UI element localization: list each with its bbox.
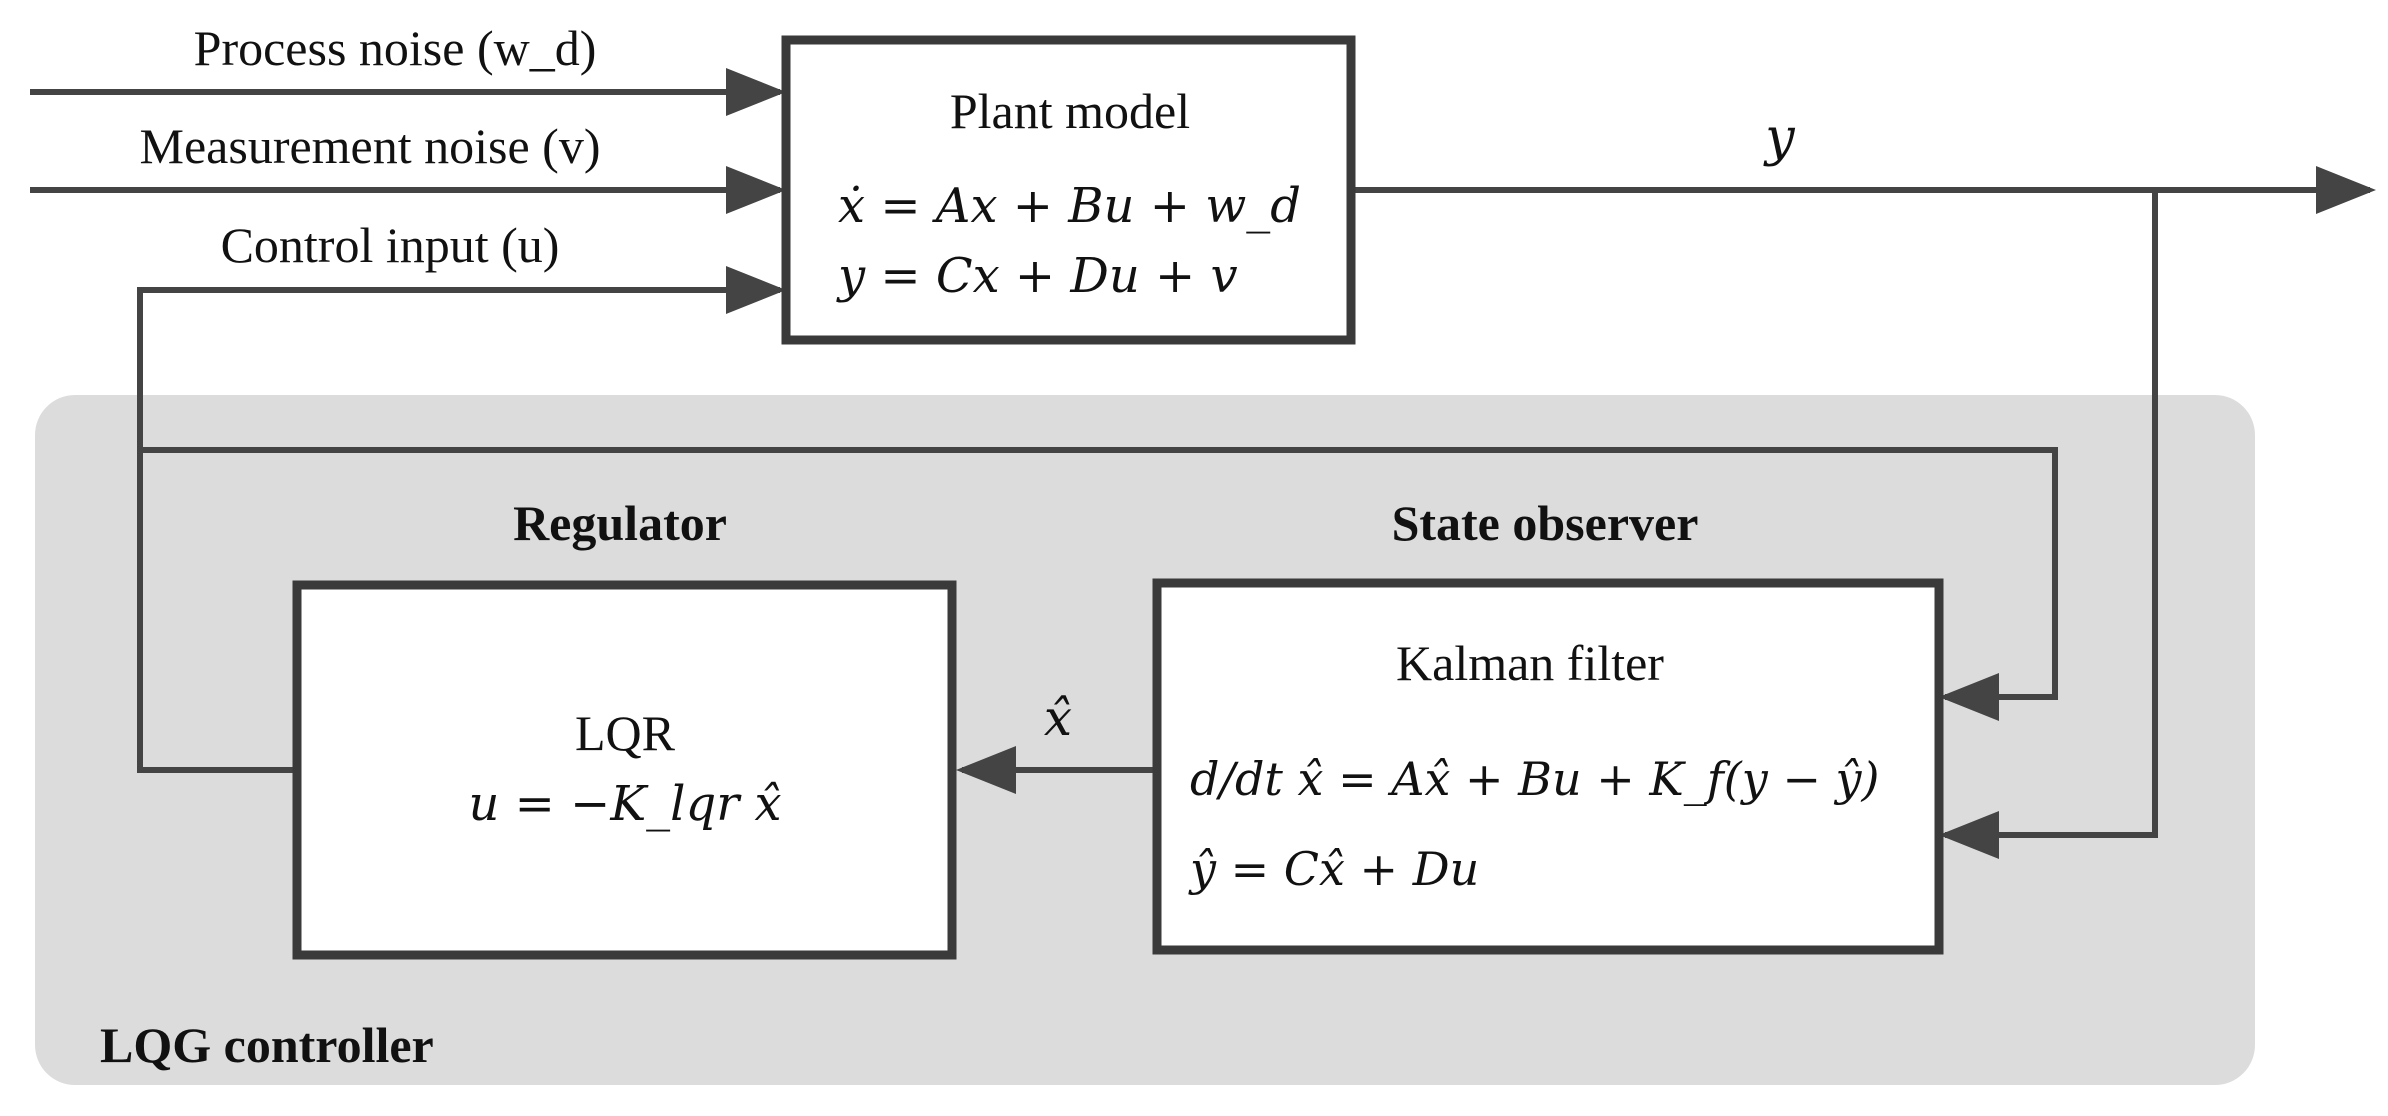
control-input-wire <box>137 266 786 773</box>
lqg-controller-label: LQG controller <box>100 1017 434 1073</box>
plant-state-equation: ẋ = Ax + Bu + w_d <box>838 178 1301 234</box>
kalman-output-equation: ŷ = Cx̂ + Du <box>1188 842 1479 896</box>
lqr-equation: u = −K_lqr x̂ <box>468 776 781 832</box>
control-input-label: Control input (u) <box>221 217 560 273</box>
lqr-title: LQR <box>575 705 676 761</box>
state-observer-heading: State observer <box>1392 495 1699 551</box>
output-y-label: y <box>1763 108 1795 168</box>
plant-model-box <box>781 35 1356 345</box>
process-noise-label: Process noise (w_d) <box>194 20 597 76</box>
kalman-state-equation: d/dt x̂ = Ax̂ + Bu + K_f(y − ŷ) <box>1190 752 1879 806</box>
y-feedback-wire <box>1939 190 2158 859</box>
kalman-filter-box <box>1152 578 1944 955</box>
kalman-filter-title: Kalman filter <box>1396 635 1664 691</box>
plant-model-title: Plant model <box>950 83 1190 139</box>
control-to-observer-wire <box>140 447 2058 721</box>
xhat-label: x̂ <box>1044 689 1072 747</box>
regulator-heading: Regulator <box>513 495 727 551</box>
regulator-box <box>292 580 957 960</box>
measurement-noise-label: Measurement noise (v) <box>140 118 601 174</box>
plant-output-equation: y = Cx + Du + v <box>836 248 1238 304</box>
